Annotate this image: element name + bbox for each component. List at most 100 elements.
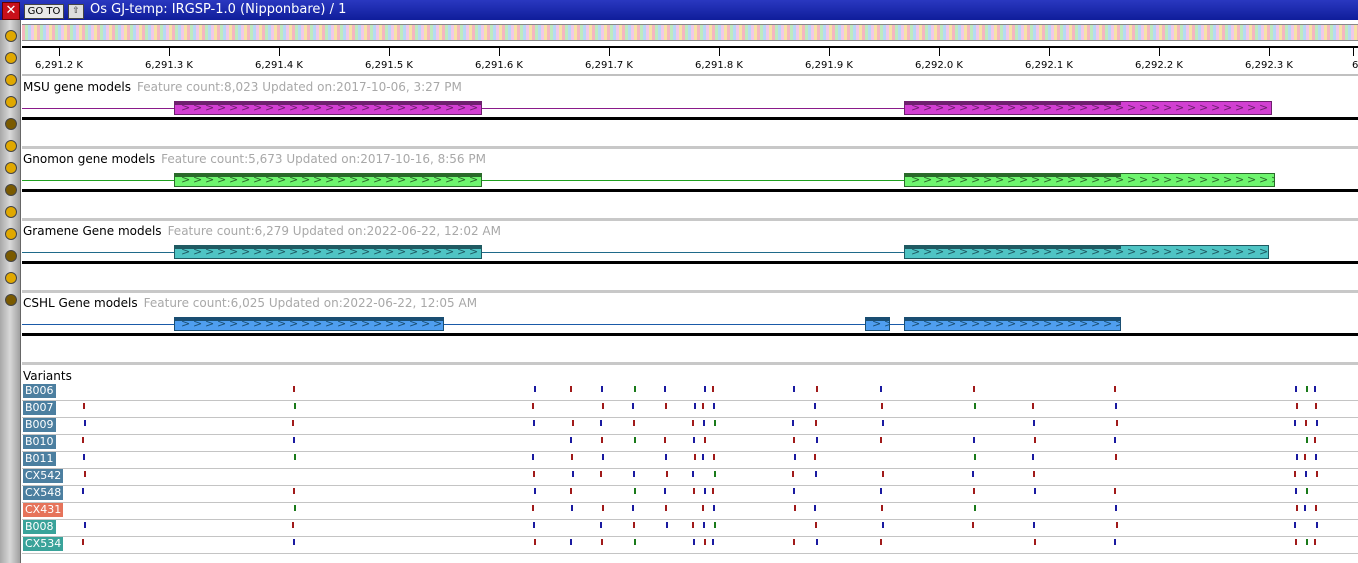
variant-mark[interactable]: [533, 471, 535, 477]
variant-mark[interactable]: [293, 437, 295, 443]
variant-mark[interactable]: [1295, 386, 1297, 392]
variant-mark[interactable]: [1306, 539, 1308, 545]
variant-mark[interactable]: [634, 437, 636, 443]
track-handle-dot[interactable]: [5, 294, 17, 306]
variant-mark[interactable]: [1306, 386, 1308, 392]
variant-mark[interactable]: [292, 522, 294, 528]
variant-mark[interactable]: [1315, 403, 1317, 409]
variant-mark[interactable]: [1116, 420, 1118, 426]
variant-mark[interactable]: [634, 488, 636, 494]
variant-mark[interactable]: [570, 437, 572, 443]
variant-mark[interactable]: [1034, 539, 1036, 545]
track-handle-dot[interactable]: [5, 228, 17, 240]
variant-mark[interactable]: [815, 522, 817, 528]
variant-row[interactable]: B007: [22, 400, 1358, 418]
variant-mark[interactable]: [600, 522, 602, 528]
exon-block[interactable]: >>>>>>>>>>>>>>>>>>>>>>>>>>>>>>: [904, 101, 1272, 115]
variant-mark[interactable]: [814, 454, 816, 460]
variant-mark[interactable]: [1314, 539, 1316, 545]
variant-mark[interactable]: [882, 420, 884, 426]
variant-mark[interactable]: [1296, 454, 1298, 460]
variant-mark[interactable]: [632, 403, 634, 409]
variant-mark[interactable]: [972, 522, 974, 528]
exon-block[interactable]: >>>>>>>>>>>>>>>>>>>>>>>>>>>>>>>: [904, 173, 1275, 187]
variant-mark[interactable]: [666, 522, 668, 528]
variant-mark[interactable]: [1114, 437, 1116, 443]
variant-mark[interactable]: [1306, 437, 1308, 443]
goto-button[interactable]: GO TO: [24, 4, 64, 19]
variant-mark[interactable]: [664, 386, 666, 392]
variant-mark[interactable]: [816, 539, 818, 545]
variant-mark[interactable]: [816, 386, 818, 392]
variant-mark[interactable]: [794, 454, 796, 460]
variant-mark[interactable]: [294, 505, 296, 511]
variant-mark[interactable]: [602, 403, 604, 409]
variant-mark[interactable]: [973, 386, 975, 392]
variant-mark[interactable]: [665, 403, 667, 409]
variant-mark[interactable]: [702, 403, 704, 409]
variant-mark[interactable]: [1033, 420, 1035, 426]
variant-mark[interactable]: [1032, 403, 1034, 409]
variant-mark[interactable]: [973, 437, 975, 443]
variant-mark[interactable]: [882, 471, 884, 477]
variant-mark[interactable]: [1294, 471, 1296, 477]
variant-mark[interactable]: [571, 505, 573, 511]
variant-mark[interactable]: [1114, 488, 1116, 494]
exon-block[interactable]: >>>>>>>>>>>>>>>>>>>>>>>>>: [174, 101, 482, 115]
variant-mark[interactable]: [570, 488, 572, 494]
variant-mark[interactable]: [1304, 454, 1306, 460]
variant-mark[interactable]: [704, 539, 706, 545]
variant-mark[interactable]: [694, 454, 696, 460]
variant-mark[interactable]: [792, 420, 794, 426]
variant-mark[interactable]: [1314, 437, 1316, 443]
variant-mark[interactable]: [1034, 437, 1036, 443]
variant-row[interactable]: B010: [22, 434, 1358, 452]
variant-mark[interactable]: [572, 471, 574, 477]
variant-mark[interactable]: [974, 454, 976, 460]
variant-mark[interactable]: [793, 539, 795, 545]
variant-mark[interactable]: [1114, 539, 1116, 545]
variant-mark[interactable]: [713, 454, 715, 460]
variant-mark[interactable]: [694, 403, 696, 409]
variant-mark[interactable]: [532, 403, 534, 409]
variant-mark[interactable]: [704, 386, 706, 392]
sample-label[interactable]: B008: [23, 520, 56, 534]
variant-mark[interactable]: [83, 454, 85, 460]
track-handle-dot[interactable]: [5, 74, 17, 86]
track-handle-dot[interactable]: [5, 250, 17, 262]
variant-mark[interactable]: [816, 437, 818, 443]
variant-mark[interactable]: [570, 386, 572, 392]
variant-mark[interactable]: [880, 488, 882, 494]
variant-mark[interactable]: [601, 539, 603, 545]
sample-label[interactable]: B009: [23, 418, 56, 432]
variant-mark[interactable]: [293, 539, 295, 545]
variant-mark[interactable]: [1316, 471, 1318, 477]
variant-mark[interactable]: [532, 454, 534, 460]
variant-mark[interactable]: [712, 539, 714, 545]
variant-mark[interactable]: [600, 471, 602, 477]
variant-mark[interactable]: [1304, 505, 1306, 511]
sample-label[interactable]: CX548: [23, 486, 64, 500]
variant-mark[interactable]: [634, 539, 636, 545]
variant-row[interactable]: CX542: [22, 468, 1358, 486]
variant-mark[interactable]: [792, 471, 794, 477]
variant-mark[interactable]: [1033, 522, 1035, 528]
sample-label[interactable]: B007: [23, 401, 56, 415]
variant-mark[interactable]: [601, 386, 603, 392]
variant-mark[interactable]: [880, 437, 882, 443]
variant-mark[interactable]: [572, 420, 574, 426]
variant-mark[interactable]: [633, 522, 635, 528]
variant-mark[interactable]: [293, 488, 295, 494]
variant-mark[interactable]: [1316, 420, 1318, 426]
variant-mark[interactable]: [534, 539, 536, 545]
variant-mark[interactable]: [703, 420, 705, 426]
variant-mark[interactable]: [882, 522, 884, 528]
sample-label[interactable]: CX542: [23, 469, 64, 483]
track-handle-dot[interactable]: [5, 272, 17, 284]
variant-mark[interactable]: [534, 386, 536, 392]
variant-mark[interactable]: [714, 420, 716, 426]
variant-mark[interactable]: [633, 471, 635, 477]
